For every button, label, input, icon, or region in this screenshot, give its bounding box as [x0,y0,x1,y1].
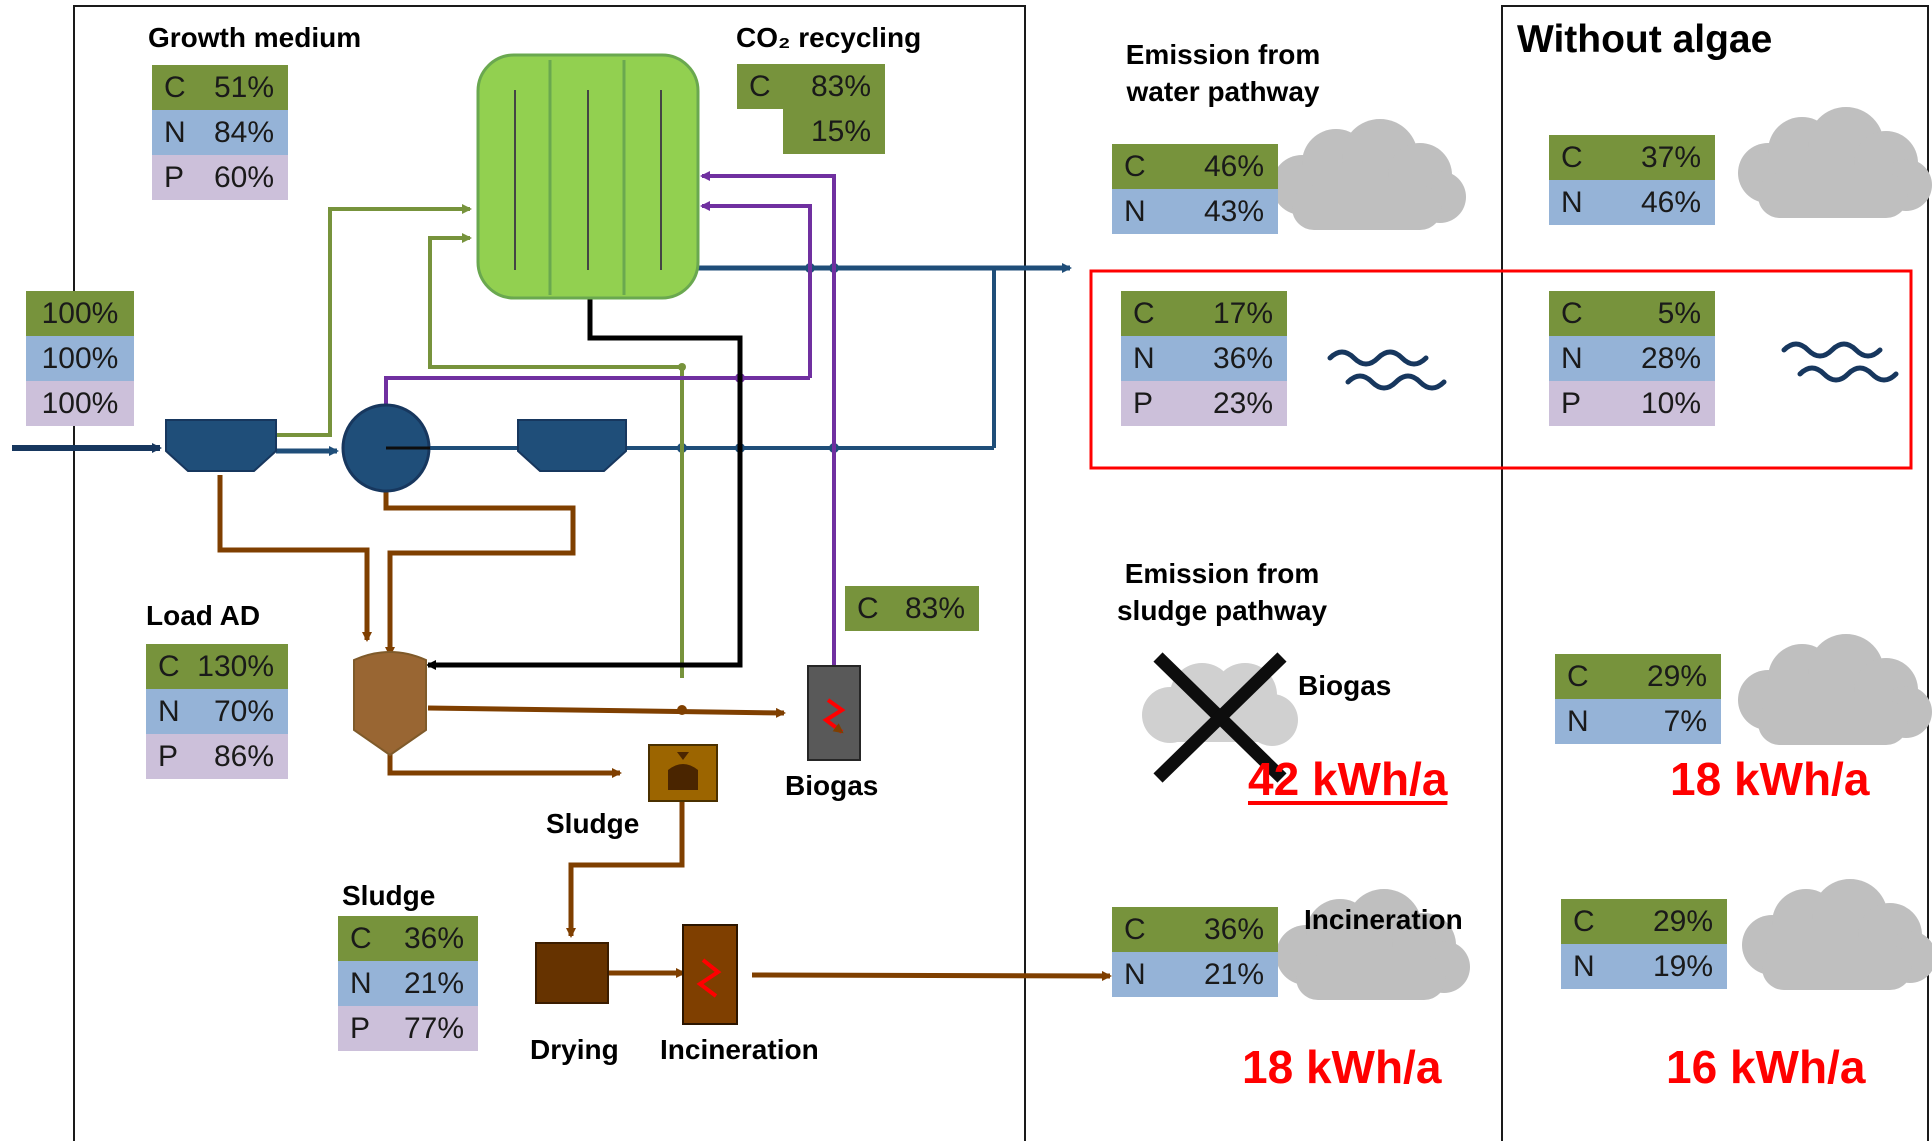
water-emission-highlight [1089,269,1913,470]
cloud-icon [1738,634,1932,745]
growth-medium-lines [276,204,684,678]
sludge-label: Sludge [546,808,640,839]
sludge-lines [217,475,1112,981]
panel-frames [73,5,1929,1141]
clarifier-icon [165,419,277,472]
emission-water-title: Emission from water pathway [1125,39,1321,107]
input-phosphorus: 100% [26,381,134,426]
drying-label: Drying [530,1034,619,1065]
drying-icon [535,942,609,1004]
cloud-icon [1738,107,1932,218]
water-wave-icon [1327,349,1447,391]
photobioreactor-icon [476,53,700,300]
clarifier-icon [517,419,627,472]
digester-icon [353,651,427,757]
sludge-incineration-label: Incineration [1304,904,1463,935]
biogas-burner-icon [807,665,861,761]
incinerator-icon [682,924,738,1025]
biogas-label: Biogas [785,770,879,801]
sludge-storage-icon [648,744,718,802]
cross-icon [1153,652,1287,783]
without-algae-title: Without algae [1517,18,1773,61]
co2-recycling-title: CO₂ recycling [736,22,922,53]
return-line [426,285,743,670]
cloud-icon [1142,663,1298,746]
without-algae-biogas-energy: 18 kWh/a [1670,753,1870,805]
biogas-lines [384,171,836,665]
aeration-tank-icon [341,403,431,493]
sludge-biogas-label: Biogas [1298,670,1392,701]
cloud-icon [1272,119,1466,230]
input-table: 100% 100% 100% [26,291,134,426]
water-wave-icon [1781,341,1899,383]
junction-dots [677,263,839,453]
incineration-label: Incineration [660,1034,819,1065]
cloud-icon [1742,879,1932,990]
input-nitrogen: 100% [26,336,134,381]
sludge-out-title: Sludge [342,880,436,911]
input-carbon: 100% [26,291,134,336]
emission-sludge-title: Emission from sludge pathway [1116,558,1328,626]
load-ad-title: Load AD [146,600,261,631]
sludge-incineration-energy: 18 kWh/a [1242,1041,1442,1093]
sludge-biogas-energy: 42 kWh/a [1248,753,1448,805]
without-algae-incineration-energy: 16 kWh/a [1666,1041,1866,1093]
growth-medium-title: Growth medium [148,22,362,53]
